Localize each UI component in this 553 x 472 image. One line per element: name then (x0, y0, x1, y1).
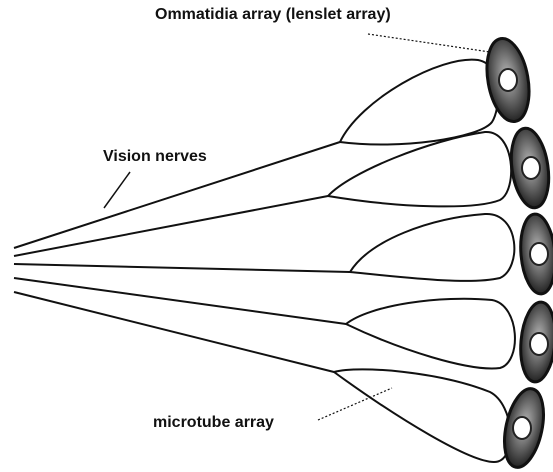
nerve-line-5 (14, 292, 334, 372)
vision-nerves-leader (104, 172, 130, 208)
microtube-5 (334, 369, 510, 462)
vision-nerves-label: Vision nerves (103, 148, 207, 166)
ommatidia-array-label: Ommatidia array (lenslet array) (155, 6, 391, 24)
microtube-array-label: microtube array (153, 414, 274, 432)
lenslet-4 (518, 301, 553, 384)
microtube-3 (350, 214, 514, 281)
microtube-4 (346, 299, 515, 369)
nerve-line-2 (14, 196, 328, 256)
lenslet-5 (498, 385, 550, 471)
ommatidia-leader (368, 34, 490, 52)
microtube-array (328, 60, 515, 462)
lenslet-2 (507, 126, 553, 210)
nerve-line-3 (14, 264, 350, 272)
vision-nerves (14, 142, 350, 372)
nerve-line-4 (14, 278, 346, 324)
lenslet-3 (518, 213, 553, 296)
microtube-1 (340, 60, 498, 145)
